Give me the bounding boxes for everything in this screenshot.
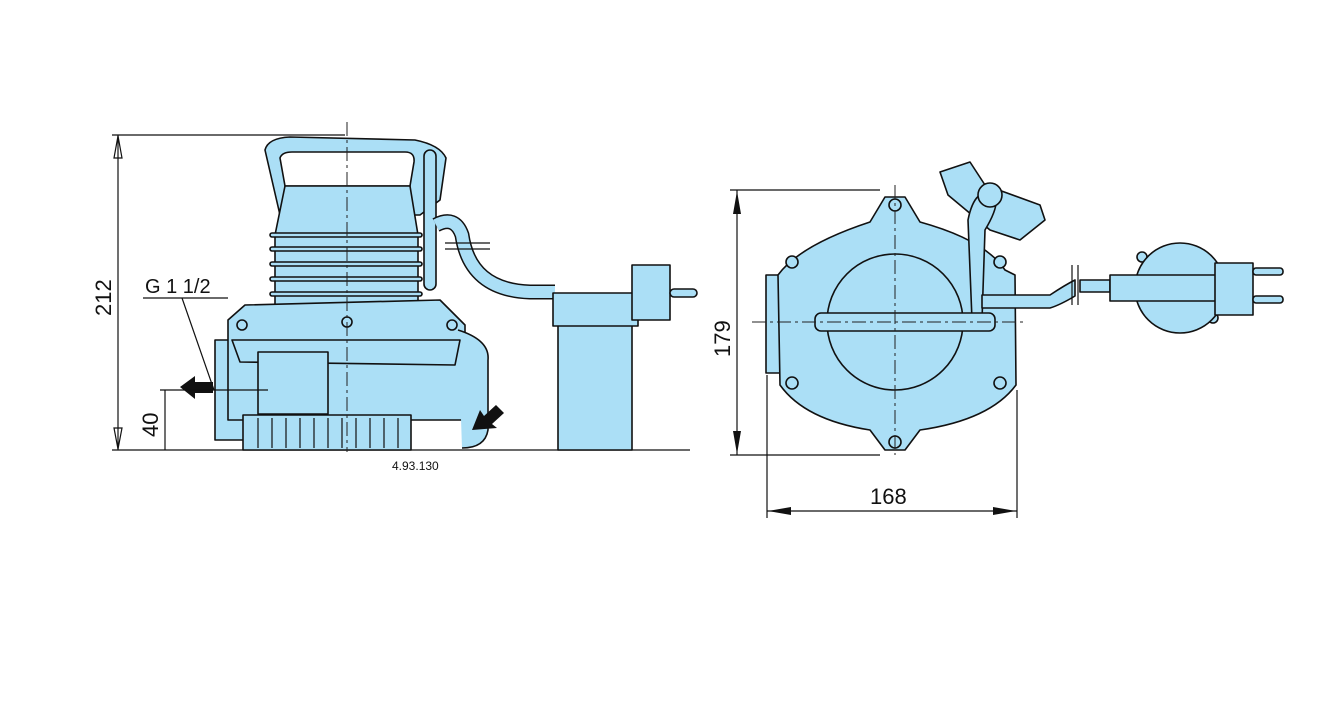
inlet-flow-arrow-icon	[472, 405, 504, 430]
handle-opening	[279, 151, 415, 187]
side-view: G 1 1/2 212 40 4.93.130	[91, 122, 698, 473]
depth-label: 179	[710, 320, 735, 357]
plug-head-top	[1214, 262, 1254, 316]
cooling-rings	[269, 232, 423, 297]
top-view: 179 168	[710, 161, 1284, 518]
outlet-height-label: 40	[138, 413, 163, 437]
power-cable	[433, 215, 555, 298]
inspection-window	[257, 351, 329, 415]
plug-grip	[1109, 274, 1221, 302]
plug-pins	[1252, 295, 1284, 304]
cable-top-end	[1079, 279, 1111, 293]
dimension-arrows	[113, 135, 123, 450]
plug-stand	[557, 324, 633, 451]
drawing-code: 4.93.130	[392, 459, 439, 473]
width-label: 168	[870, 484, 907, 509]
plug-pin	[669, 288, 698, 298]
plug-head	[631, 264, 671, 321]
cable-top	[981, 279, 1076, 309]
float-pivot	[977, 182, 1003, 208]
float-guide	[457, 329, 489, 449]
thread-label: G 1 1/2	[145, 276, 211, 298]
outlet-flow-arrow-icon	[180, 376, 213, 399]
total-height-label: 212	[91, 279, 116, 316]
thread-leader	[181, 297, 215, 391]
plug-body	[552, 292, 639, 327]
intake-grill	[242, 414, 412, 451]
